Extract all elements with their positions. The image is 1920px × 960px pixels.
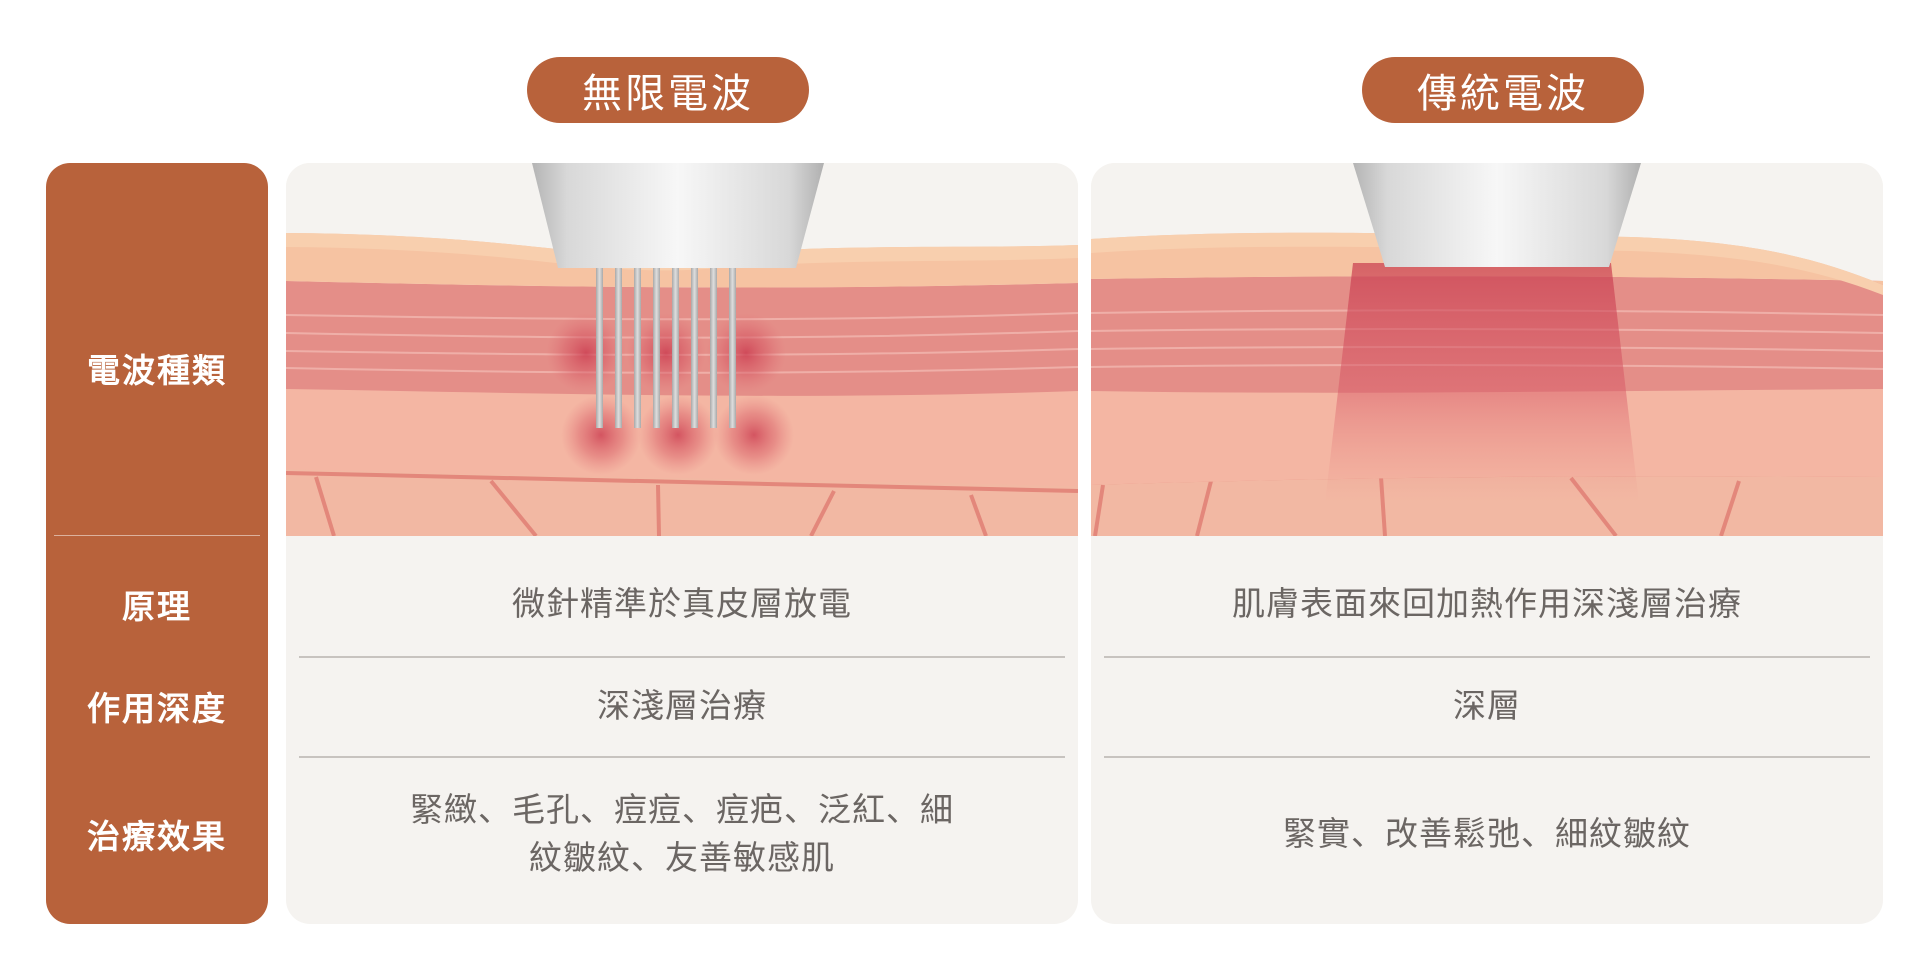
row-divider — [1104, 656, 1870, 658]
right-depth: 深層 — [1453, 686, 1521, 725]
surface-heating-skin-illustration — [1091, 163, 1883, 536]
infinite-rf-panel: 微針精準於真皮層放電 深淺層治療 緊緻、毛孔、痘痘、痘疤、泛紅、細 紋皺紋、友善… — [286, 163, 1078, 924]
left-depth: 深淺層治療 — [597, 686, 767, 725]
label-depth: 作用深度 — [87, 689, 227, 728]
left-principle: 微針精準於真皮層放電 — [512, 584, 852, 623]
header-infinite-rf: 無限電波 — [527, 57, 809, 123]
left-effect-line1: 緊緻、毛孔、痘痘、痘疤、泛紅、細 — [410, 790, 954, 829]
left-effect-line2: 紋皺紋、友善敏感肌 — [529, 838, 835, 877]
header-traditional-rf: 傳統電波 — [1362, 57, 1644, 123]
right-effect: 緊實、改善鬆弛、細紋皺紋 — [1283, 814, 1691, 853]
left-effect: 緊緻、毛孔、痘痘、痘疤、泛紅、細 紋皺紋、友善敏感肌 — [286, 786, 1078, 882]
label-principle: 原理 — [122, 587, 192, 626]
label-effect: 治療效果 — [87, 817, 227, 856]
row-divider — [299, 656, 1065, 658]
row-label-column: 電波種類 原理 作用深度 治療效果 — [46, 163, 268, 924]
label-divider — [54, 535, 260, 536]
row-divider — [299, 756, 1065, 758]
row-divider — [1104, 756, 1870, 758]
traditional-rf-panel: 肌膚表面來回加熱作用深淺層治療 深層 緊實、改善鬆弛、細紋皺紋 — [1091, 163, 1883, 924]
microneedle-skin-illustration — [286, 163, 1078, 536]
right-principle: 肌膚表面來回加熱作用深淺層治療 — [1232, 584, 1742, 623]
label-rf-type: 電波種類 — [87, 351, 227, 390]
